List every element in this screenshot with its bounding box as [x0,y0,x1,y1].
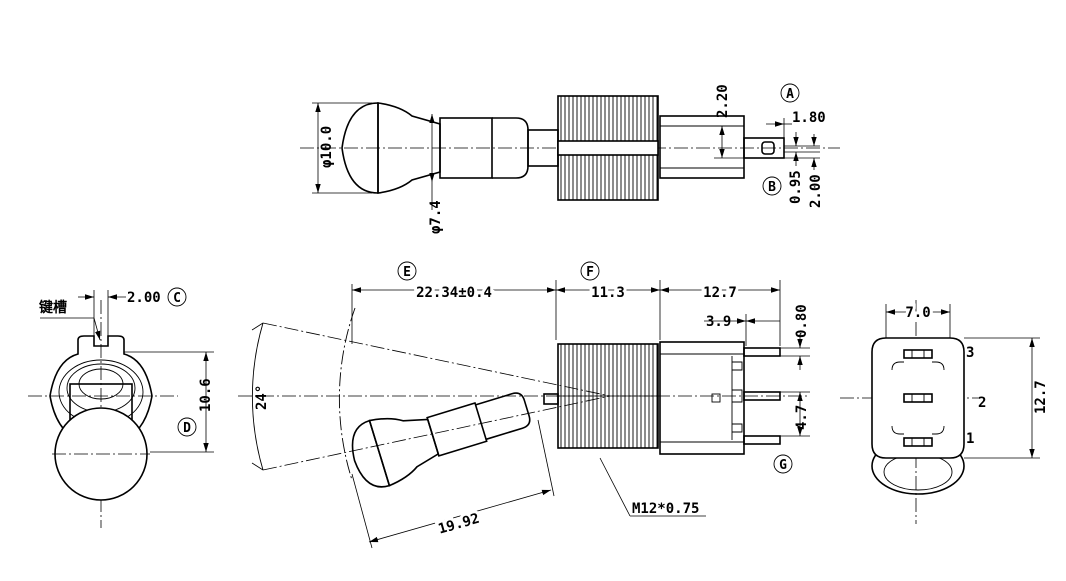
right-view: 3 2 1 7.0 12.7 [840,300,1049,524]
callout-e: E [403,265,411,280]
dim-0-80: 0.80 [794,304,810,338]
top-view: φ10.0 φ7.4 2.20 1.80 0.95 2.00 A B [300,83,840,234]
dim-angle-24: 24° [254,385,270,410]
pin-2-label: 2 [978,395,986,411]
dim-2-20: 2.20 [715,84,731,118]
dim-11-3: 11.3 [591,285,625,301]
side-view: 24° 22.34±0.4 11.3 [238,261,810,549]
callout-c: C [173,291,181,306]
dim-7-0: 7.0 [905,305,930,321]
dim-2-00-left: 2.00 [127,290,161,306]
label-keyway: 键槽 [38,299,67,316]
dim-diameter-10: φ10.0 [319,126,335,168]
dim-12-7-right: 12.7 [1033,380,1049,414]
dim-4-7: 4.7 [794,405,810,430]
pin-1-label: 1 [966,431,974,447]
dim-12-7-top: 12.7 [703,285,737,301]
dim-3-9: 3.9 [706,314,731,330]
callout-a: A [786,87,794,102]
callout-f: F [586,265,594,280]
callout-d: D [183,421,191,436]
dim-1-80: 1.80 [792,110,826,126]
dim-19-92: 19.92 [436,511,481,538]
left-view: 2.00 C 键槽 10.6 D [28,287,214,528]
dim-0-95: 0.95 [788,170,804,204]
dim-2-00-top: 2.00 [808,174,824,208]
pin-3-label: 3 [966,345,974,361]
dim-diameter-7-4: φ7.4 [428,200,444,234]
dim-22-34: 22.34±0.4 [416,285,492,301]
callout-b: B [768,180,776,195]
dim-10-6: 10.6 [198,378,214,412]
callout-g: G [779,458,787,473]
label-thread-m12: M12*0.75 [632,501,699,517]
